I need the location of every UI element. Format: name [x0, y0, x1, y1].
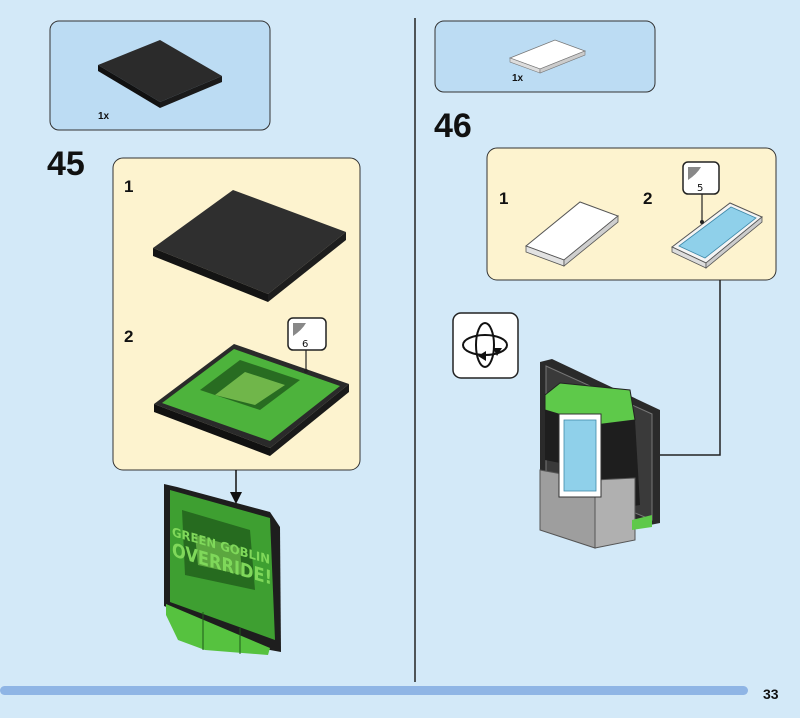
step-number: 46 — [434, 107, 472, 145]
sticker-icon — [688, 167, 701, 180]
white-tile-part — [525, 201, 619, 267]
white-tile-part — [508, 39, 587, 74]
sticker-number: 5 — [697, 183, 703, 194]
substep-label: 1 — [499, 189, 508, 208]
substep-box: 1 2 5 — [486, 147, 777, 281]
black-plate-part — [153, 190, 346, 302]
parts-list-box: 1x — [434, 20, 656, 93]
sticker-callout: 5 — [682, 161, 720, 224]
sticker-number: 6 — [302, 339, 308, 350]
footer-bar — [0, 686, 748, 695]
step-45: 1x 45 1 2 — [47, 20, 361, 655]
part-quantity: 1x — [512, 73, 524, 84]
substep-label: 1 — [124, 177, 133, 196]
page-number: 33 — [763, 686, 779, 702]
step-46: 1x 46 1 2 5 — [434, 20, 777, 549]
substep-label: 2 — [643, 189, 652, 208]
built-assembly — [539, 359, 660, 549]
rotate-model-icon — [452, 312, 519, 379]
substep-label: 2 — [124, 327, 133, 346]
green-goblin-sticker-plate — [154, 344, 349, 456]
sticker-icon — [293, 323, 306, 336]
blue-sticker-tile — [671, 202, 763, 269]
black-plate-part — [98, 40, 222, 108]
step-number: 45 — [47, 145, 85, 183]
arrow-down-icon — [230, 470, 242, 504]
substep-box: 1 2 6 — [112, 157, 361, 471]
sticker-callout: 6 — [287, 317, 327, 373]
built-sticker-panel: GREEN GOBLIN OVERRIDE! — [164, 484, 281, 655]
part-quantity: 1x — [98, 111, 110, 122]
parts-list-box: 1x — [49, 20, 271, 131]
